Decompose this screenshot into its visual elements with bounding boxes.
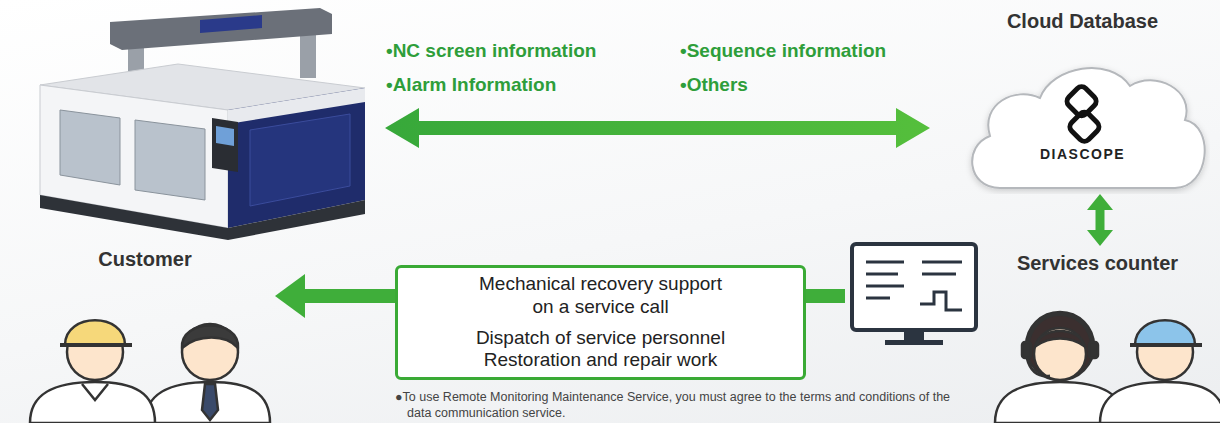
- customer-person: [30, 320, 155, 423]
- monitor-icon: [852, 244, 976, 345]
- customer-person: [60, 343, 132, 347]
- machine-tool: [110, 8, 332, 50]
- arrow-head: [275, 274, 305, 318]
- machine-tool: [60, 110, 120, 185]
- operator-person: [1028, 314, 1092, 346]
- flow-arrow: [1087, 194, 1113, 246]
- machine-tool: [200, 15, 262, 33]
- services-heading: Services counter: [990, 252, 1205, 275]
- operator-person: [1089, 342, 1098, 358]
- customer-heading: Customer: [15, 248, 275, 271]
- diascope-logo: [1053, 84, 1112, 143]
- arrow-shaft: [806, 289, 845, 303]
- operator-person: [1022, 342, 1031, 358]
- flow-arrow: [806, 296, 845, 297]
- customer-group: Customer: [15, 240, 275, 423]
- flow-arrow: [275, 274, 395, 318]
- operator-person: [1034, 328, 1086, 380]
- arrow-head: [1087, 230, 1113, 246]
- operator-person: [1026, 312, 1094, 380]
- monitor-icon: [866, 262, 962, 310]
- cloud-heading: Cloud Database: [955, 10, 1210, 33]
- customer-person: [182, 326, 238, 349]
- data-exchange-arrow: [385, 108, 930, 148]
- customer-person: [145, 324, 270, 423]
- machine-tool: [250, 114, 350, 206]
- cloud-outline: [972, 68, 1205, 188]
- service-text: Mechanical recovery support on a service…: [471, 273, 731, 319]
- data-item: •NC screen information: [386, 40, 596, 62]
- service-box: Mechanical recovery support on a service…: [395, 265, 806, 380]
- terms-note: ●To use Remote Monitoring Maintenance Se…: [395, 390, 955, 421]
- customer-person: [30, 382, 155, 423]
- customer-person: [82, 384, 108, 400]
- technician-person: [1100, 382, 1220, 423]
- machine-tool: [40, 8, 365, 240]
- arrow-shaft: [1096, 209, 1105, 231]
- data-item: •Sequence information: [680, 40, 886, 62]
- technician-person: [1130, 343, 1202, 347]
- operator-person: [1036, 331, 1084, 346]
- logo-wordmark: DIASCOPE: [955, 146, 1210, 162]
- data-exchange-arrow: [385, 108, 930, 148]
- monitor-icon: [885, 340, 943, 345]
- machine-tool: [212, 118, 238, 172]
- monitor-icon: [904, 330, 924, 340]
- arrow-shaft: [304, 289, 395, 303]
- data-item: •Others: [680, 74, 748, 96]
- customer-person: [65, 320, 125, 345]
- service-text: Dispatch of service personnel Restoratio…: [471, 327, 731, 373]
- cloud-shape: [955, 8, 1210, 194]
- diascope-logo: [1067, 110, 1101, 144]
- data-item: •Alarm Information: [386, 74, 556, 96]
- customer-person: [182, 324, 238, 380]
- arrow-head: [1087, 194, 1113, 210]
- machine-tool: [40, 195, 365, 240]
- customer-person: [145, 382, 270, 423]
- operator-person: [1027, 358, 1050, 376]
- cloud-database: Cloud DatabaseDIASCOPE: [955, 8, 1210, 194]
- machine-tool: [216, 126, 234, 146]
- monitor-icon: [852, 244, 976, 330]
- technician-person: [1100, 320, 1220, 423]
- machine-tool: [135, 120, 205, 200]
- technician-person: [1135, 320, 1195, 345]
- customer-person: [202, 384, 218, 420]
